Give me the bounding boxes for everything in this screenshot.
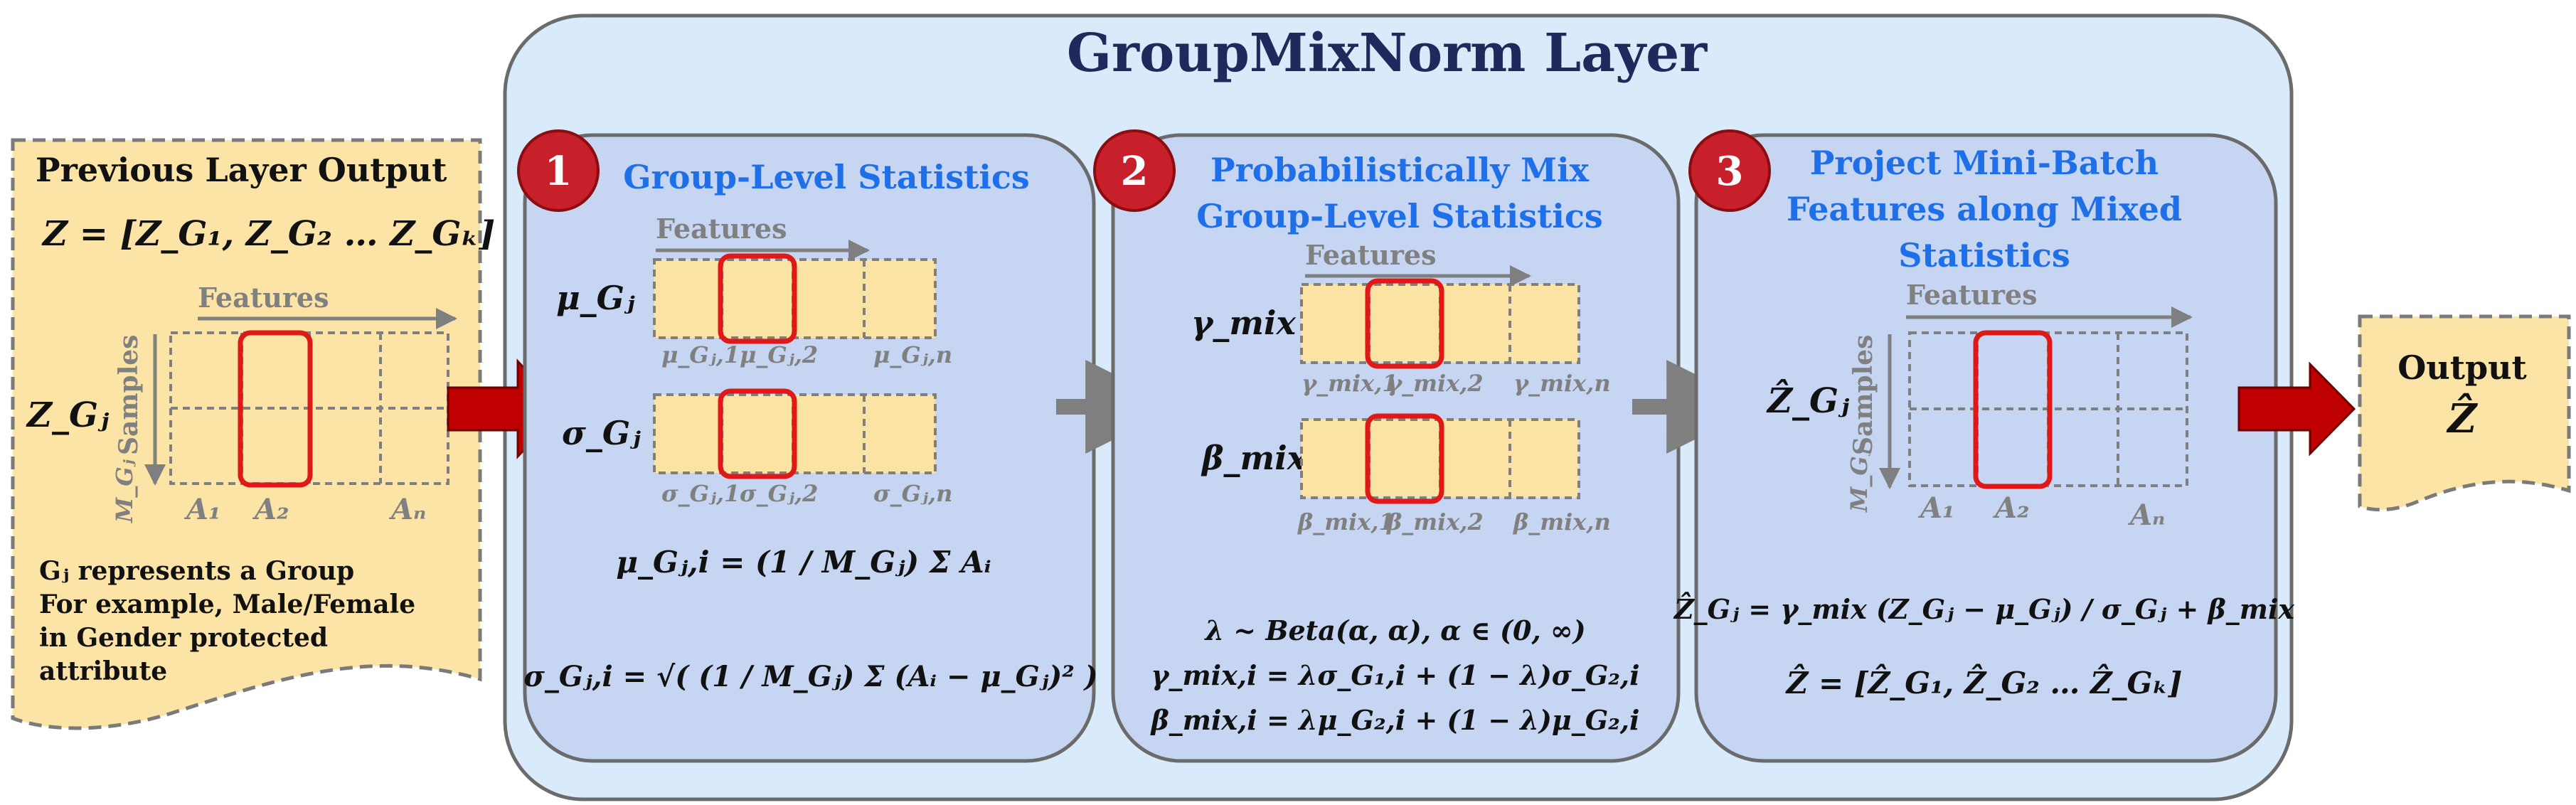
stage2-gamma-highlight — [1365, 278, 1444, 369]
stage3-samples-label: Samples — [1848, 335, 1878, 455]
stage2-badge — [1093, 129, 1176, 212]
stage1-mu-label: μ_Gⱼ — [556, 279, 635, 317]
stage2-gamma-col-label: γ_mix,n — [1513, 370, 1611, 397]
stage2-beta-col-label: β_mix,2 — [1386, 508, 1484, 535]
stage3-row-label: Ẑ_Gⱼ — [1766, 378, 1850, 421]
stage1-badge-number: 1 — [545, 148, 573, 195]
stage2-formula-beta: β_mix,i = λμ_G₂,i + (1 − λ)μ_G₂,i — [1150, 704, 1640, 736]
stage1-sigma-col-label: σ_Gⱼ,2 — [740, 480, 818, 507]
stage2-heading: Group-Level Statistics — [1196, 197, 1603, 235]
stage1-sigma-col-label: σ_Gⱼ,1 — [661, 480, 740, 507]
input-highlight-column — [238, 330, 313, 488]
stage2-formula-lambda: λ ~ Beta(α, α), α ∈ (0, ∞) — [1203, 614, 1585, 646]
output-document-shape — [2358, 314, 2571, 512]
input-note-line: in Gender protected — [39, 623, 328, 653]
stage1-sigma-highlight — [718, 388, 797, 479]
input-note-line: attribute — [39, 656, 167, 686]
stage3-formula-proj: Ẑ_Gⱼ = γ_mix (Z_Gⱼ − μ_Gⱼ) / σ_Gⱼ + β_mi… — [1673, 592, 2295, 625]
stage3-badge — [1688, 129, 1771, 212]
stage1-mu-col-label: μ_Gⱼ,n — [873, 341, 952, 368]
output-heading: Output — [2397, 348, 2527, 387]
output-symbol: Ẑ — [2447, 393, 2479, 442]
stage3-col-label: A₂ — [1992, 491, 2030, 525]
stage1-heading: Group-Level Statistics — [623, 158, 1030, 196]
input-note-line: For example, Male/Female — [39, 590, 415, 619]
input-col-label: A₂ — [252, 493, 289, 526]
stage3-badge-number: 3 — [1716, 148, 1744, 195]
stage3-highlight-column — [1973, 330, 2053, 489]
stage3-samples-sub: M_Gⱼ — [1846, 448, 1873, 513]
stage1-sigma-label: σ_Gⱼ — [562, 414, 641, 452]
input-samples-label: Samples — [114, 335, 144, 455]
stage1-features-label: Features — [656, 213, 787, 245]
stage2-formula-gamma: γ_mix,i = λσ_G₁,i + (1 − λ)σ_G₂,i — [1151, 659, 1639, 691]
stage2-beta-col-label: β_mix,n — [1513, 508, 1611, 535]
stage2-beta-label: β_mix — [1201, 439, 1307, 477]
input-row-label: Z_Gⱼ — [26, 395, 110, 435]
input-note-line: Gⱼ represents a Group — [39, 556, 354, 586]
stage2-gamma-col-label: γ_mix,2 — [1387, 370, 1484, 397]
input-col-label: A₁ — [183, 493, 221, 526]
input-document-shape — [11, 138, 482, 730]
stage2-features-label: Features — [1305, 239, 1436, 271]
layer-title: GroupMixNorm Layer — [1067, 23, 1708, 84]
stage3-formula-z: Ẑ = [Ẑ_G₁, Ẑ_G₂ … Ẑ_Gₖ] — [1785, 663, 2183, 700]
stage2-gamma-label: γ_mix — [1191, 304, 1297, 342]
stage2-beta-col-label: β_mix,1 — [1297, 508, 1395, 535]
stage2-badge-number: 2 — [1121, 148, 1149, 195]
stage1-sigma-col-label: σ_Gⱼ,n — [873, 480, 952, 507]
stage1-formula-mu: μ_Gⱼ,i = (1 / M_Gⱼ) Σ Aᵢ — [616, 545, 991, 580]
stage3-panel — [1694, 133, 2278, 763]
stage3-heading: Statistics — [1898, 236, 2070, 274]
stage3-to-output-arrow — [2237, 361, 2356, 457]
input-features-label: Features — [198, 282, 329, 314]
input-col-label: Aₙ — [388, 493, 426, 526]
stage1-mu-highlight — [718, 253, 797, 344]
stage3-features-label: Features — [1906, 279, 2037, 311]
stage1-mu-col-label: μ_Gⱼ,1 — [661, 341, 740, 368]
stage2-beta-highlight — [1365, 413, 1444, 504]
stage3-heading: Project Mini-Batch — [1810, 144, 2159, 182]
stage3-col-label: Aₙ — [2127, 499, 2165, 532]
stage1-formula-sigma: σ_Gⱼ,i = √( (1 / M_Gⱼ) Σ (Aᵢ − μ_Gⱼ)² ) — [523, 660, 1097, 693]
stage2-gamma-col-label: γ_mix,1 — [1302, 370, 1398, 397]
input-heading: Previous Layer Output — [36, 151, 447, 189]
stage1-badge — [517, 129, 600, 212]
input-formula: Z = [Z_G₁, Z_G₂ … Z_Gₖ] — [41, 214, 495, 254]
input-samples-sub: M_Gⱼ — [111, 459, 138, 523]
stage1-mu-col-label: μ_Gⱼ,2 — [740, 341, 818, 368]
stage3-heading: Features along Mixed — [1787, 190, 2182, 228]
stage2-heading: Probabilistically Mix — [1210, 151, 1590, 189]
stage3-col-label: A₁ — [1917, 491, 1955, 525]
